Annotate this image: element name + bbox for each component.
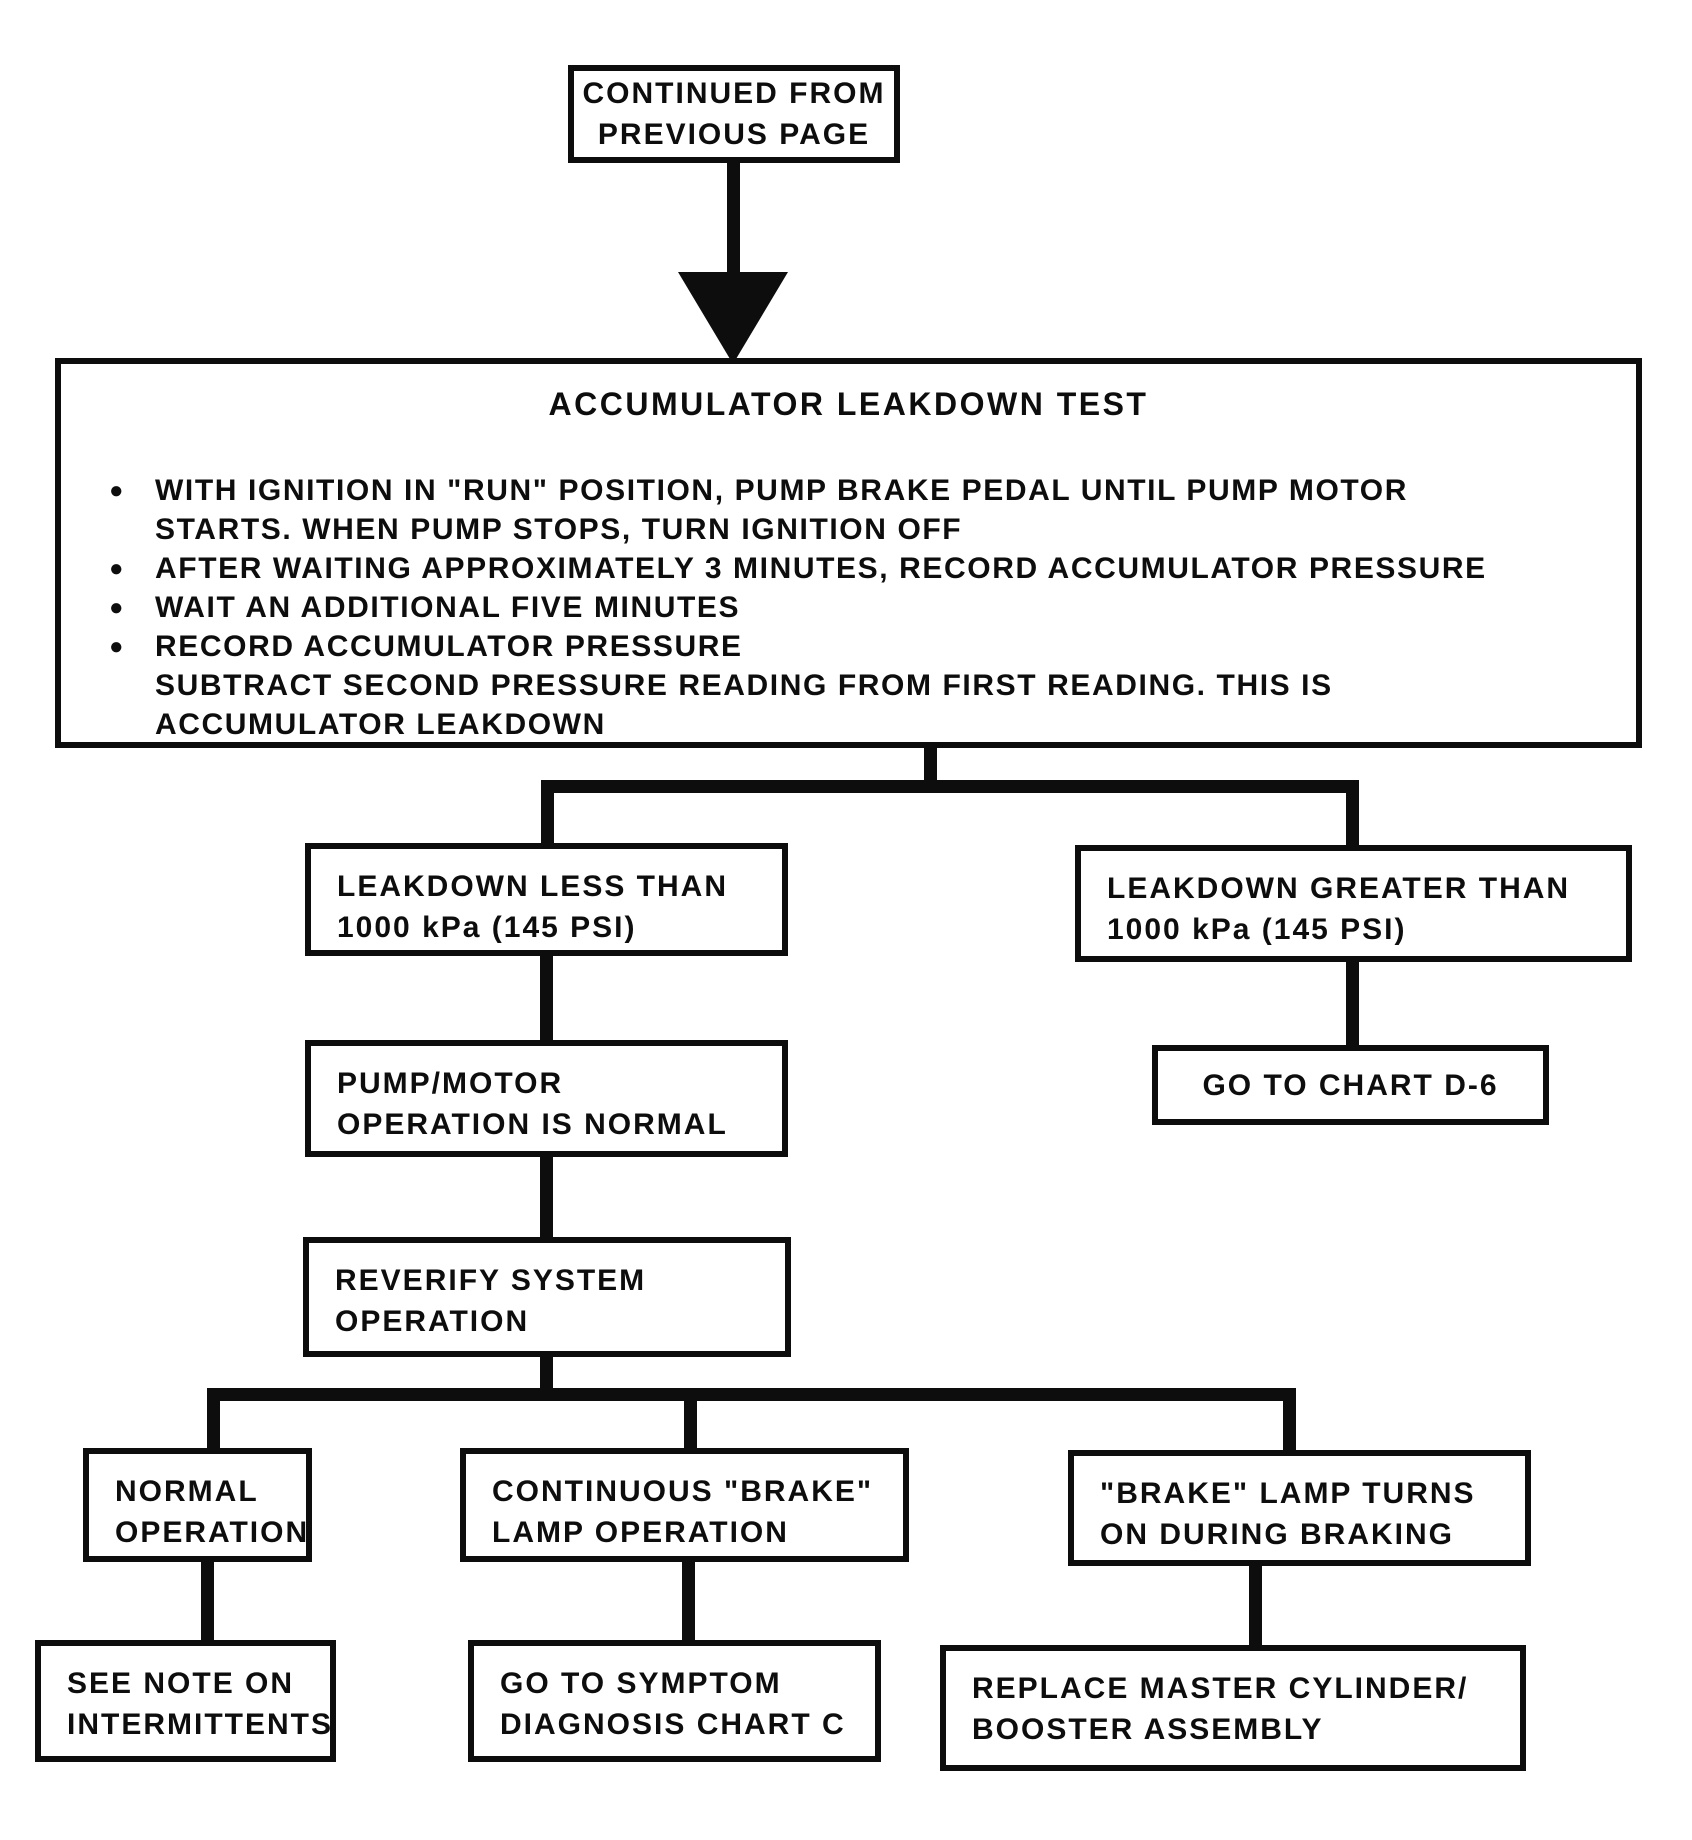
node-text-line: PREVIOUS PAGE (597, 118, 871, 151)
test-step-text: ACCUMULATOR LEAKDOWN (155, 708, 606, 741)
connector-to-leakdown-greater (1346, 780, 1359, 848)
test-step-text: WAIT AN ADDITIONAL FIVE MINUTES (155, 591, 741, 624)
test-step: ● RECORD ACCUMULATOR PRESSURE (109, 627, 1622, 666)
node-text-line: GO TO SYMPTOM (500, 1667, 782, 1700)
test-steps: ● WITH IGNITION IN "RUN" POSITION, PUMP … (61, 425, 1636, 744)
test-step: ACCUMULATOR LEAKDOWN (109, 705, 1622, 744)
connector-pump-to-reverify (540, 1155, 553, 1241)
connector-test-down (924, 746, 937, 790)
test-step-text: WITH IGNITION IN "RUN" POSITION, PUMP BR… (155, 474, 1408, 507)
test-title: ACCUMULATOR LEAKDOWN TEST (548, 386, 1149, 422)
node-go-to-symptom-chart-c: GO TO SYMPTOM DIAGNOSIS CHART C (468, 1640, 881, 1762)
node-text-line: OPERATION (335, 1305, 530, 1338)
node-text-line: CONTINUED FROM (582, 77, 886, 110)
test-step-text: SUBTRACT SECOND PRESSURE READING FROM FI… (155, 669, 1333, 702)
bullet-icon: ● (109, 594, 126, 621)
connector-brake-to-replace (1249, 1564, 1262, 1647)
connector-to-brake-during (1283, 1388, 1296, 1452)
node-text-line: 1000 kPa (145 PSI) (1107, 913, 1407, 946)
node-leakdown-less: LEAKDOWN LESS THAN 1000 kPa (145 PSI) (305, 843, 788, 956)
test-step: STARTS. WHEN PUMP STOPS, TURN IGNITION O… (109, 510, 1622, 549)
node-text-line: LAMP OPERATION (492, 1516, 789, 1549)
bullet-icon: ● (109, 477, 126, 504)
connector-to-leakdown-less (541, 780, 554, 846)
bullet-icon: ● (109, 555, 126, 582)
connector-continuous-to-chart-c (682, 1560, 695, 1642)
node-brake-lamp-during-braking: "BRAKE" LAMP TURNS ON DURING BRAKING (1068, 1450, 1531, 1566)
node-leakdown-greater: LEAKDOWN GREATER THAN 1000 kPa (145 PSI) (1075, 845, 1632, 962)
connector-reverify-down (540, 1355, 553, 1395)
node-text-line: 1000 kPa (145 PSI) (337, 911, 637, 944)
connector-to-normal-operation (207, 1388, 220, 1450)
node-see-note-intermittents: SEE NOTE ON INTERMITTENTS (35, 1640, 336, 1762)
test-step: ● WITH IGNITION IN "RUN" POSITION, PUMP … (109, 471, 1622, 510)
test-step: ● WAIT AN ADDITIONAL FIVE MINUTES (109, 588, 1622, 627)
connector-branch-bar-bottom (207, 1388, 1296, 1401)
node-text-line: DIAGNOSIS CHART C (500, 1708, 846, 1741)
node-text-line: NORMAL (115, 1475, 259, 1508)
flow-arrow-stem (727, 161, 740, 276)
down-arrow-icon (678, 272, 788, 364)
node-text-line: PUMP/MOTOR (337, 1067, 564, 1100)
node-go-to-chart-d6: GO TO CHART D-6 (1152, 1045, 1549, 1125)
test-step: SUBTRACT SECOND PRESSURE READING FROM FI… (109, 666, 1622, 705)
node-text-line: LEAKDOWN LESS THAN (337, 870, 728, 903)
node-continuous-brake-lamp: CONTINUOUS "BRAKE" LAMP OPERATION (460, 1448, 909, 1562)
connector-less-to-pump (540, 954, 553, 1044)
connector-greater-to-d6 (1346, 960, 1359, 1048)
node-accumulator-leakdown-test: ACCUMULATOR LEAKDOWN TEST ● WITH IGNITIO… (55, 358, 1642, 748)
node-text-line: OPERATION IS NORMAL (337, 1108, 728, 1141)
node-reverify-system: REVERIFY SYSTEM OPERATION (303, 1237, 791, 1357)
node-text-line: "BRAKE" LAMP TURNS (1100, 1477, 1476, 1510)
test-step-text: AFTER WAITING APPROXIMATELY 3 MINUTES, R… (155, 552, 1487, 585)
node-normal-operation: NORMAL OPERATION (83, 1448, 312, 1562)
node-text-line: LEAKDOWN GREATER THAN (1107, 872, 1571, 905)
node-continued-from-previous-page: CONTINUED FROM PREVIOUS PAGE (568, 65, 900, 163)
node-text-line: SEE NOTE ON (67, 1667, 295, 1700)
node-text-line: GO TO CHART D-6 (1202, 1068, 1499, 1102)
test-step: ● AFTER WAITING APPROXIMATELY 3 MINUTES,… (109, 549, 1622, 588)
node-text-line: BOOSTER ASSEMBLY (972, 1713, 1324, 1746)
node-text-line: OPERATION (115, 1516, 310, 1549)
node-text-line: REPLACE MASTER CYLINDER/ (972, 1672, 1469, 1705)
node-replace-master-cylinder: REPLACE MASTER CYLINDER/ BOOSTER ASSEMBL… (940, 1645, 1526, 1771)
node-text-line: REVERIFY SYSTEM (335, 1264, 647, 1297)
bullet-icon: ● (109, 633, 126, 660)
test-step-text: STARTS. WHEN PUMP STOPS, TURN IGNITION O… (155, 513, 963, 546)
connector-branch-bar-top (541, 780, 1359, 793)
connector-to-continuous-brake (684, 1388, 697, 1450)
node-text-line: ON DURING BRAKING (1100, 1518, 1454, 1551)
node-text-line: INTERMITTENTS (67, 1708, 333, 1741)
test-step-text: RECORD ACCUMULATOR PRESSURE (155, 630, 743, 663)
node-pump-motor-normal: PUMP/MOTOR OPERATION IS NORMAL (305, 1040, 788, 1157)
node-text-line: CONTINUOUS "BRAKE" (492, 1475, 874, 1508)
connector-normal-to-note (201, 1560, 214, 1642)
